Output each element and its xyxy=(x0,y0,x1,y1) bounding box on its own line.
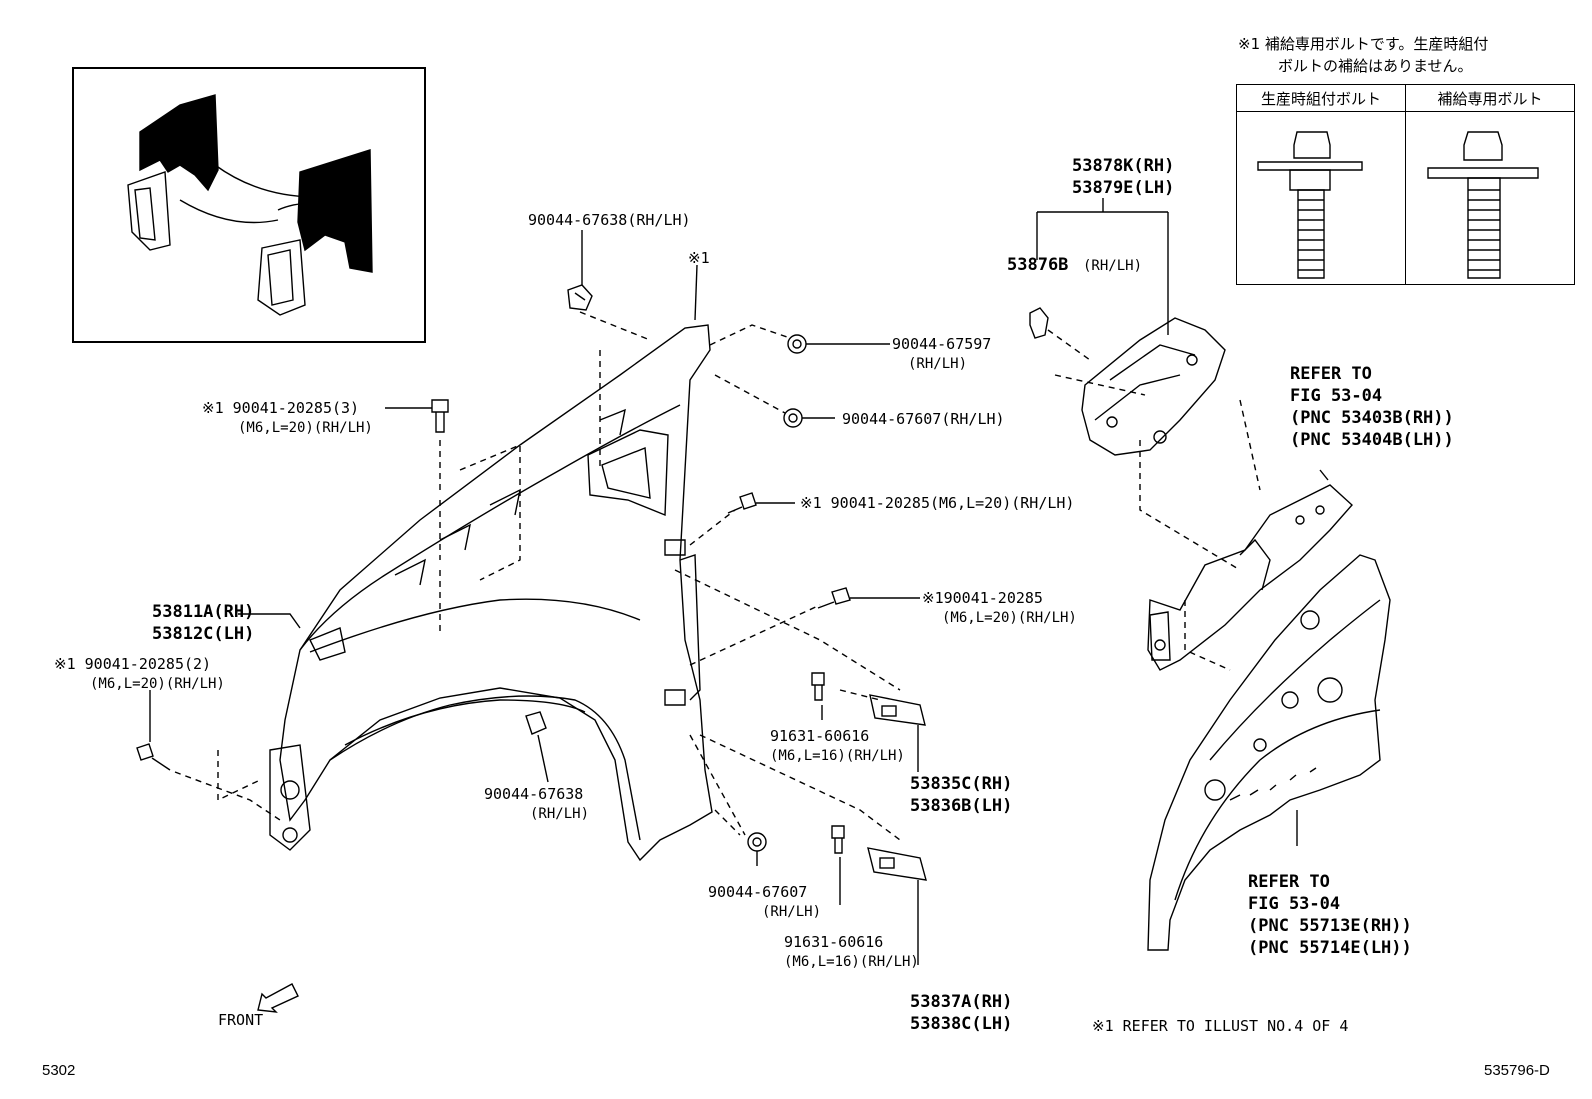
label-53838c: 53838C(LH) xyxy=(910,1014,1013,1034)
label-91631-60616-lower-spec: (M6,L=16)(RH/LH) xyxy=(784,954,919,970)
label-90044-67638-low: 90044-67638 xyxy=(484,785,584,803)
bolt-90041-top-left-image xyxy=(431,399,449,433)
label-mark-x1: ※1 xyxy=(688,249,710,267)
label-90041-20285-3: ※1 90041-20285(3) xyxy=(202,399,360,417)
bracket-53878k-image xyxy=(1081,317,1226,456)
label-53837a: 53837A(RH) xyxy=(910,992,1013,1012)
bolt-90041-lower-image xyxy=(817,587,851,609)
nut-90044-67607-low-image xyxy=(747,832,767,852)
bolt-90041-front-image xyxy=(136,743,171,771)
refer-2-line-1: REFER TO xyxy=(1248,872,1330,892)
label-53876b: 53876B xyxy=(1007,255,1069,275)
footnote-line-2: ボルトの補給はありません。 xyxy=(1278,57,1473,75)
bracket-53835c-image xyxy=(869,694,926,726)
apron-member-refer-image xyxy=(1147,484,1353,671)
footnote-line-1: ※1 補給専用ボルトです。生産時組付 xyxy=(1238,35,1489,53)
table-header-service-bolt: 補給専用ボルト xyxy=(1405,84,1575,112)
refer-illust-note: ※1 REFER TO ILLUST NO.4 OF 4 xyxy=(1092,1017,1349,1035)
front-label: FRONT xyxy=(218,1011,264,1029)
label-90044-67638-top: 90044-67638(RH/LH) xyxy=(528,211,691,229)
nut-90044-67597-image xyxy=(787,334,807,354)
label-90044-67638-low-side: (RH/LH) xyxy=(530,806,590,822)
label-53879e: 53879E(LH) xyxy=(1072,178,1175,198)
clip-90044-67638-low-image xyxy=(525,711,547,735)
nut-90044-67607-mid-image xyxy=(783,408,803,428)
clip-90044-67638-top-image xyxy=(567,284,593,311)
clip-53876b-image xyxy=(1029,307,1049,339)
wheelhouse-panel-refer-image xyxy=(1147,554,1391,951)
refer-2-line-2: FIG 53-04 xyxy=(1248,894,1341,914)
refer-1-line-2: FIG 53-04 xyxy=(1290,386,1383,406)
label-90041-20285-2-spec: (M6,L=20)(RH/LH) xyxy=(90,676,225,692)
refer-1-line-4: (PNC 53404B(LH)) xyxy=(1290,430,1454,450)
label-90044-67607-low-side: (RH/LH) xyxy=(762,904,822,920)
label-53812c: 53812C(LH) xyxy=(152,624,255,644)
fender-panel-53811a-image xyxy=(269,324,713,862)
label-53878k: 53878K(RH) xyxy=(1072,156,1175,176)
label-53835c: 53835C(RH) xyxy=(910,774,1013,794)
label-90041-20285-lower: ※190041-20285 xyxy=(922,589,1043,607)
bolt-90041-mid-image xyxy=(727,492,757,514)
label-91631-60616-upper-spec: (M6,L=16)(RH/LH) xyxy=(770,748,905,764)
overview-fender-pair-image xyxy=(127,94,373,316)
bolt-comparison-table: 生産時組付ボルト 補給専用ボルト xyxy=(1236,84,1575,285)
refer-1-line-3: (PNC 53403B(RH)) xyxy=(1290,408,1454,428)
label-90041-20285-lower-spec: (M6,L=20)(RH/LH) xyxy=(942,610,1077,626)
label-90044-67607-mid: 90044-67607(RH/LH) xyxy=(842,410,1005,428)
label-90041-20285-3-spec: (M6,L=20)(RH/LH) xyxy=(238,420,373,436)
label-90041-20285-mid: ※1 90041-20285(M6,L=20)(RH/LH) xyxy=(800,494,1075,512)
label-91631-60616-upper: 91631-60616 xyxy=(770,727,870,745)
label-90044-67597-side: (RH/LH) xyxy=(908,356,968,372)
page-code: 5302 xyxy=(42,1062,76,1079)
refer-2-line-4: (PNC 55714E(LH)) xyxy=(1248,938,1412,958)
label-90044-67607-low: 90044-67607 xyxy=(708,883,808,901)
table-header-production-bolt: 生産時組付ボルト xyxy=(1236,84,1406,112)
label-90041-20285-2: ※1 90041-20285(2) xyxy=(54,655,212,673)
bracket-53837a-image xyxy=(867,847,927,881)
bolt-91631-60616-lower-image xyxy=(831,825,845,854)
label-91631-60616-lower: 91631-60616 xyxy=(784,933,884,951)
overview-inset-frame xyxy=(72,67,426,343)
refer-1-line-1: REFER TO xyxy=(1290,364,1372,384)
illustration-code: 535796-D xyxy=(1484,1062,1550,1079)
label-53836b: 53836B(LH) xyxy=(910,796,1013,816)
label-53876b-side: (RH/LH) xyxy=(1083,258,1143,274)
table-cell-service-bolt xyxy=(1405,111,1575,285)
label-90044-67597: 90044-67597 xyxy=(892,335,992,353)
table-cell-production-bolt xyxy=(1236,111,1406,285)
label-53811a: 53811A(RH) xyxy=(152,602,255,622)
leader-53811a xyxy=(238,613,301,629)
front-direction-arrow-icon xyxy=(257,983,299,1013)
refer-2-line-3: (PNC 55713E(RH)) xyxy=(1248,916,1412,936)
bolt-91631-60616-upper-image xyxy=(811,672,825,701)
